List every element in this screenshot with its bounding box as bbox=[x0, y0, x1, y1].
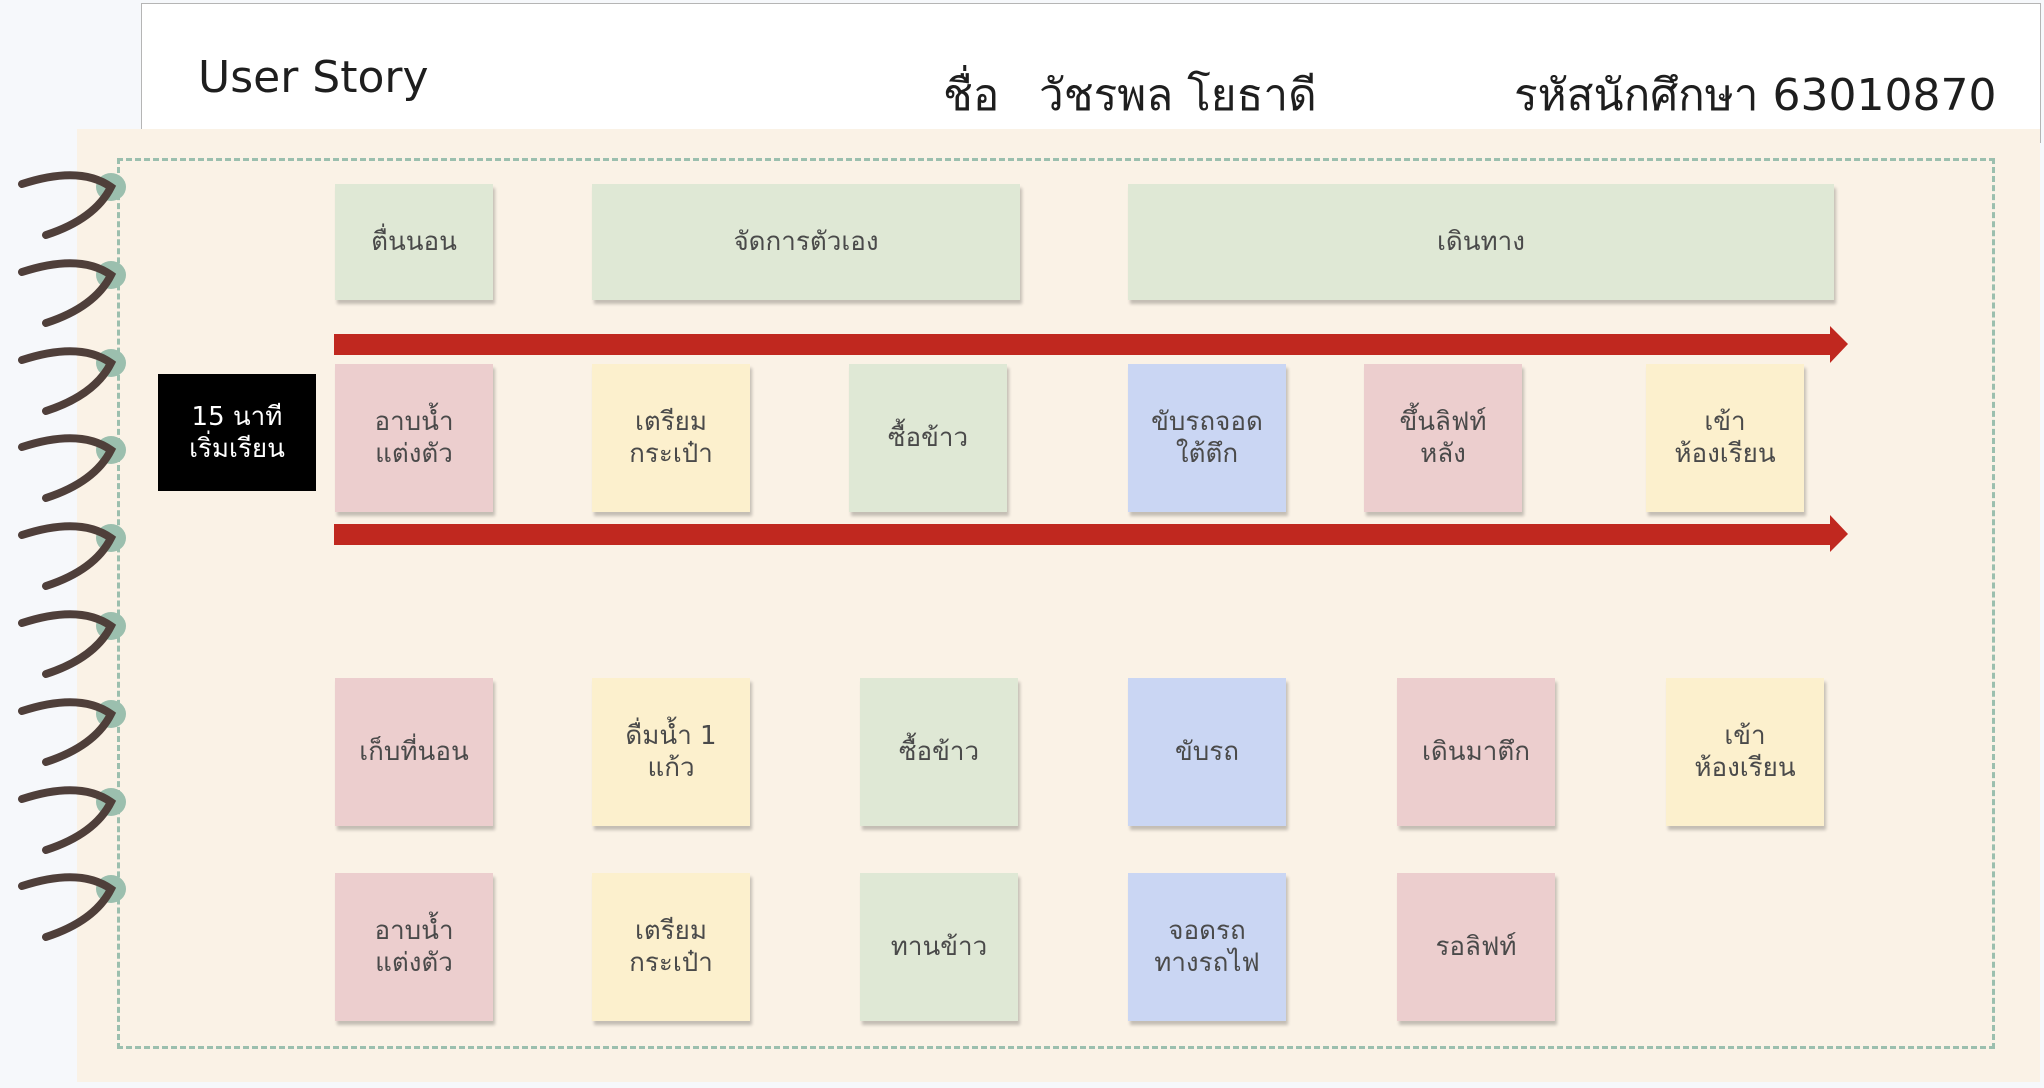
release1-note: ซื้อข้าว bbox=[860, 678, 1018, 826]
release1-note: ดื่มน้ำ 1 แก้ว bbox=[592, 678, 750, 826]
release2-note: จอดรถ ทางรถไฟ bbox=[1128, 873, 1286, 1021]
binding-ring bbox=[18, 786, 117, 854]
release1-note: เดินมาตึก bbox=[1397, 678, 1555, 826]
skeleton-note: เตรียม กระเป๋า bbox=[592, 364, 750, 512]
timeline-arrow-top bbox=[334, 326, 1848, 363]
dashed-frame bbox=[117, 158, 1995, 1049]
skeleton-note: ขับรถจอด ใต้ตึก bbox=[1128, 364, 1286, 512]
skeleton-note: ขึ้นลิฟท์ หลัง bbox=[1364, 364, 1522, 512]
page-title: User Story bbox=[198, 52, 429, 103]
release2-note: รอลิฟท์ bbox=[1397, 873, 1555, 1021]
release1-note: ขับรถ bbox=[1128, 678, 1286, 826]
skeleton-note: ซื้อข้าว bbox=[849, 364, 1007, 512]
binding-ring bbox=[18, 259, 117, 327]
release2-note: เตรียม กระเป๋า bbox=[592, 873, 750, 1021]
binding-ring bbox=[18, 610, 117, 678]
time-box: 15 นาที เริ่มเรียน bbox=[158, 374, 316, 491]
skeleton-note: เข้า ห้องเรียน bbox=[1646, 364, 1804, 512]
binding-ring bbox=[18, 873, 117, 941]
release1-note: เข้า ห้องเรียน bbox=[1666, 678, 1824, 826]
backbone-note: ตื่นนอน bbox=[335, 184, 493, 300]
binding-ring bbox=[18, 171, 117, 239]
binding-ring bbox=[18, 347, 117, 415]
student-id: รหัสนักศึกษา 63010870 bbox=[1514, 70, 1997, 121]
release1-note: เก็บที่นอน bbox=[335, 678, 493, 826]
binding-ring bbox=[18, 522, 117, 590]
backbone-note: เดินทาง bbox=[1128, 184, 1834, 300]
binding-ring bbox=[18, 434, 117, 502]
skeleton-note: อาบน้ำ แต่งตัว bbox=[335, 364, 493, 512]
spiral-binding-icon bbox=[18, 171, 126, 941]
name-value: วัชรพล โยธาดี bbox=[1039, 70, 1317, 121]
release2-note: อาบน้ำ แต่งตัว bbox=[335, 873, 493, 1021]
header-card bbox=[141, 3, 2041, 143]
binding-ring bbox=[18, 698, 117, 766]
release2-note: ทานข้าว bbox=[860, 873, 1018, 1021]
name-label: ชื่อ bbox=[943, 70, 1000, 121]
timeline-arrow-bottom bbox=[334, 515, 1848, 552]
backbone-note: จัดการตัวเอง bbox=[592, 184, 1020, 300]
